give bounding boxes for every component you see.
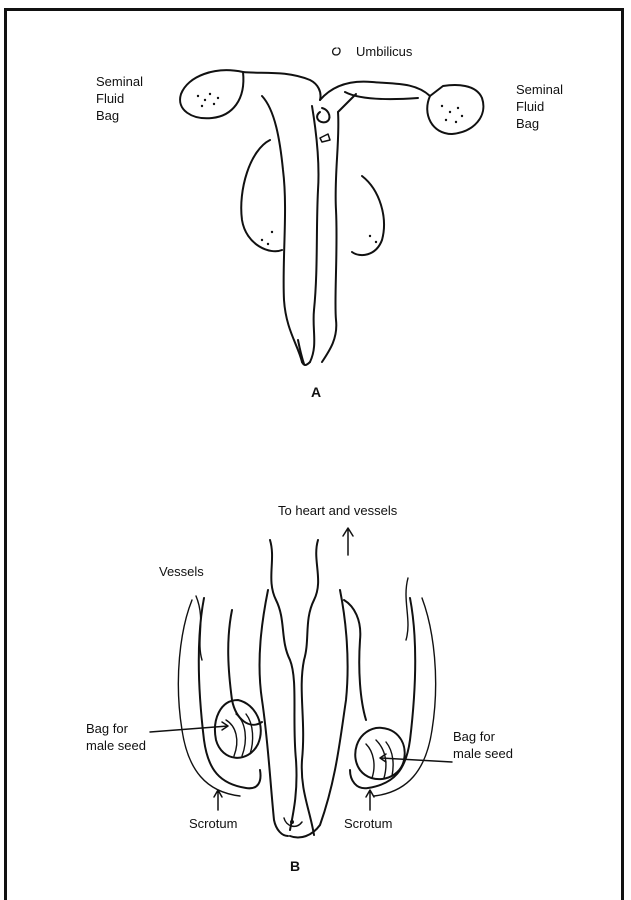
left-seminal-line-3: Bag xyxy=(96,107,143,124)
left-seminal-fluid-bag xyxy=(180,70,243,118)
left-seminal-line-2: Fluid xyxy=(96,90,143,107)
right-lobe xyxy=(352,176,384,255)
figure-b-label: B xyxy=(290,858,300,875)
left-seminal-line-1: Seminal xyxy=(96,73,143,90)
left-scrotum-arrow xyxy=(214,790,222,810)
right-seed-line-2: male seed xyxy=(453,745,513,762)
right-seminal-fluid-bag xyxy=(427,85,483,134)
right-seed-bag xyxy=(355,728,404,779)
tube-bottom xyxy=(298,340,310,365)
small-notch xyxy=(320,134,330,142)
left-seminal-label: Seminal Fluid Bag xyxy=(96,73,143,124)
right-duct xyxy=(320,82,430,100)
central-tube-left xyxy=(262,96,302,362)
vessels-label: Vessels xyxy=(159,563,204,580)
central-funnel-left xyxy=(260,590,288,836)
right-seed-line-1: Bag for xyxy=(453,728,513,745)
vessel-center-right xyxy=(302,540,318,835)
left-seed-bag-label: Bag for male seed xyxy=(86,720,146,754)
right-scrotum-label: Scrotum xyxy=(344,815,392,832)
right-seed-bag-label: Bag for male seed xyxy=(453,728,513,762)
right-seminal-line-1: Seminal xyxy=(516,81,563,98)
vessel-center-left xyxy=(270,540,297,830)
right-seed-pointer xyxy=(380,754,452,762)
left-scrotum-label: Scrotum xyxy=(189,815,237,832)
central-tube-right xyxy=(322,112,338,362)
left-seed-line-2: male seed xyxy=(86,737,146,754)
umbilicus-label: Umbilicus xyxy=(356,43,412,60)
figure-a-label: A xyxy=(311,384,321,401)
left-duct xyxy=(243,72,321,100)
left-seed-line-1: Bag for xyxy=(86,720,146,737)
right-scrotum-outer xyxy=(374,598,436,796)
left-inner-vessel xyxy=(228,610,262,725)
right-seminal-line-2: Fluid xyxy=(516,98,563,115)
right-wavy-vessel xyxy=(406,578,408,640)
right-side-wall xyxy=(338,94,356,112)
figure-a-drawing xyxy=(180,48,483,365)
right-seminal-label: Seminal Fluid Bag xyxy=(516,81,563,132)
up-arrow xyxy=(343,528,353,555)
left-seed-coils xyxy=(226,714,253,756)
to-heart-label: To heart and vessels xyxy=(278,502,397,519)
left-seed-bag xyxy=(215,700,261,758)
central-funnel-right xyxy=(290,590,348,838)
left-lobe xyxy=(241,140,282,251)
umbilicus-icon xyxy=(333,48,340,55)
umbilicus-loop xyxy=(317,108,329,122)
central-tube-inner xyxy=(310,106,319,362)
right-scrotum-arrow xyxy=(366,790,374,810)
right-seminal-line-3: Bag xyxy=(516,115,563,132)
